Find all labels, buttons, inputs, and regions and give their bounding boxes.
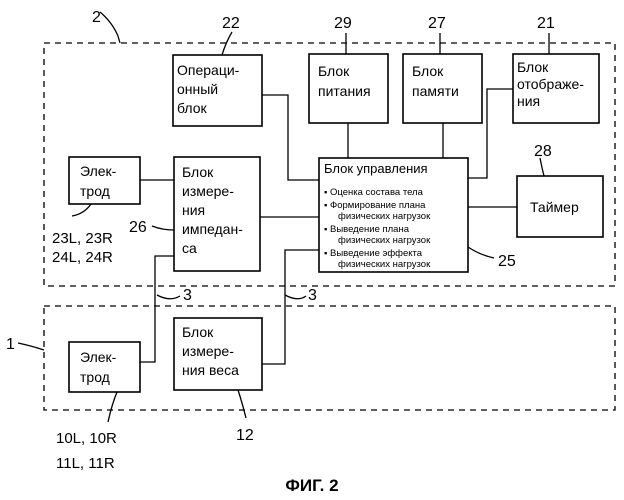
power-block: Блок питания [309,54,388,123]
ref-28: 28 [534,143,552,160]
electrode-upper-line-1: Элек- [80,163,117,179]
electrode-upper-ref-line-2: 24L, 24R [52,249,113,266]
control-item-2: ▪ Формирование плана [324,200,426,211]
electrode-lower-line-1: Элек- [80,349,117,365]
control-item-2-cont: физических нагрузок [338,211,431,222]
impedance-block-line-2: измере- [182,183,234,199]
display-block-line-1: Блок [517,59,549,75]
ref-3-right: 3 [308,287,317,304]
ref-26: 26 [129,219,147,236]
display-block-line-2: отображе- [517,76,584,92]
control-block-title: Блок управления [324,161,428,176]
electrode-lower-ref-line-2: 11L, 11R [56,455,115,472]
ref-29: 29 [334,15,352,32]
electrode-block-lower: Элек- трод [69,342,140,392]
electrode-lower-line-2: трод [80,369,110,385]
ref-3-left: 3 [183,287,192,304]
operation-block-line-2: онный [177,81,218,97]
control-item-1: ▪ Оценка состава тела [324,187,424,198]
impedance-block: Блок измере- ния импедан- са [174,157,260,271]
memory-block-line-1: Блок [412,63,444,79]
weight-block: Блок измере- ния веса [174,318,262,390]
ref-22: 22 [222,15,240,32]
operation-block-line-3: блок [177,100,208,116]
electrode-upper-ref-line-1: 23L, 23R [52,230,113,247]
control-item-4: ▪ Выведение эффекта [324,248,423,259]
operation-block-line-1: Операци- [177,62,240,78]
ref-21: 21 [537,15,555,32]
impedance-block-line-5: са [182,240,197,256]
weight-block-line-1: Блок [182,324,214,340]
electrode-upper-line-2: трод [80,183,110,199]
weight-block-line-2: измере- [182,343,234,359]
impedance-block-line-3: ния [182,202,205,218]
ref-12: 12 [236,427,254,444]
timer-block-label: Таймер [530,199,579,215]
weight-block-line-3: ния веса [182,362,239,378]
impedance-block-line-4: импедан- [182,221,243,237]
control-item-3: ▪ Выведение плана [324,224,410,235]
ref-1: 1 [6,336,15,353]
ref-25: 25 [498,253,516,270]
control-block: Блок управления ▪ Оценка состава тела ▪ … [319,158,468,272]
power-block-line-2: питания [318,83,371,99]
timer-block: Таймер [517,176,603,237]
impedance-block-line-1: Блок [182,164,214,180]
control-item-4-cont: физических нагрузок [338,259,431,270]
display-block: Блок отображе- ния [513,54,599,123]
memory-block-line-2: памяти [412,83,459,99]
electrode-block-upper: Элек- трод [69,157,140,204]
memory-block: Блок памяти [403,54,482,123]
power-block-line-1: Блок [318,63,350,79]
ref-27: 27 [428,15,446,32]
figure-caption: ФИГ. 2 [285,476,338,495]
display-block-line-3: ния [517,93,540,109]
operation-block: Операци- онный блок [173,55,262,126]
electrode-lower-ref-line-1: 10L, 10R [56,430,117,447]
ref-2: 2 [92,9,101,26]
control-item-3-cont: физических нагрузок [338,235,431,246]
